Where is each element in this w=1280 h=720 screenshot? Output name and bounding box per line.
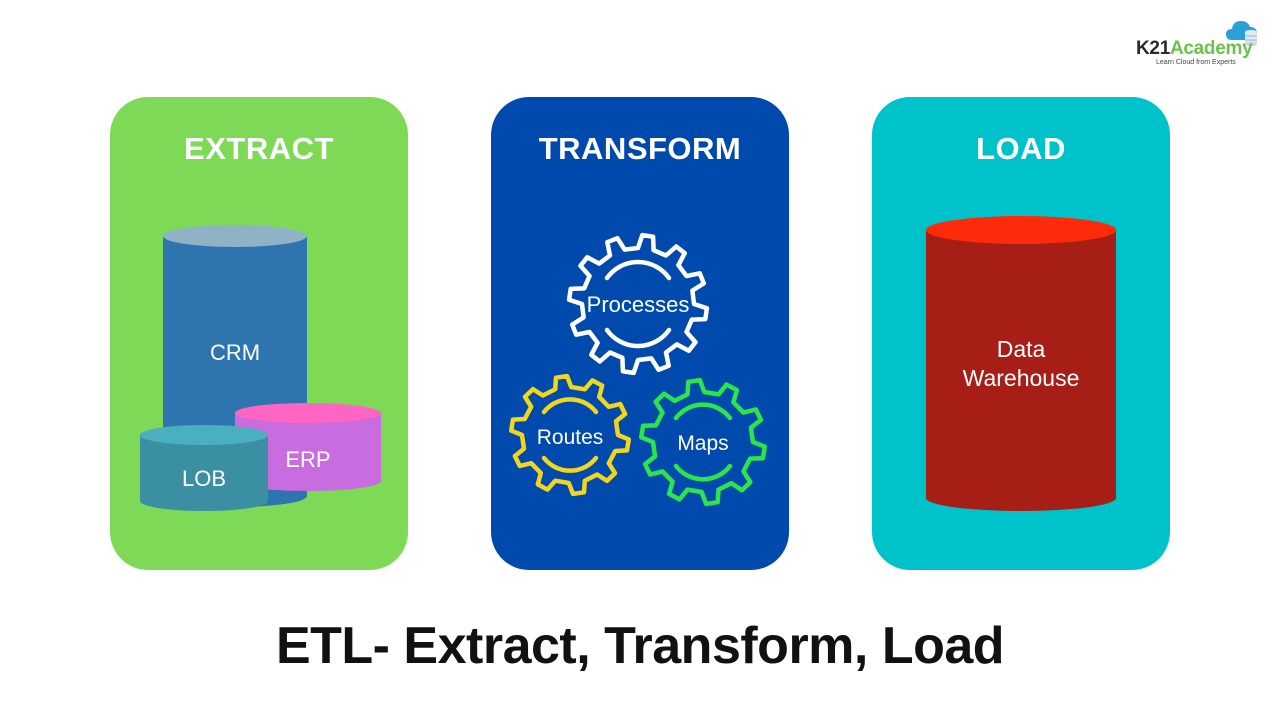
- extract-title: EXTRACT: [184, 131, 334, 166]
- crm-label: CRM: [210, 340, 260, 365]
- logo-wordmark: K21Academy: [1136, 38, 1253, 60]
- maps-gear-icon: Maps: [638, 377, 768, 507]
- extract-illustration: CRM ERP LOB: [140, 225, 381, 511]
- logo-brand-academy: Academy: [1169, 38, 1253, 59]
- cloud-database-icon: [1226, 21, 1257, 46]
- load-title: LOAD: [976, 131, 1066, 166]
- transform-title: TRANSFORM: [538, 131, 742, 166]
- extract-panel: EXTRACT CRM ERP LOB: [110, 97, 408, 570]
- transform-illustration: Processes Routes Maps: [508, 232, 768, 507]
- logo-tagline: Learn Cloud from Experts: [1156, 59, 1236, 66]
- maps-label: Maps: [677, 432, 728, 455]
- routes-gear-icon: Routes: [508, 373, 632, 497]
- processes-gear-icon: Processes: [566, 232, 710, 376]
- data-warehouse-cylinder: Data Warehouse: [926, 216, 1116, 511]
- k21academy-logo: K21Academy Learn Cloud from Experts: [1128, 18, 1268, 70]
- data-warehouse-label-line1: Data: [997, 336, 1046, 362]
- lob-label: LOB: [182, 466, 226, 491]
- transform-panel: TRANSFORM Processes Routes Maps: [491, 97, 789, 570]
- routes-label: Routes: [537, 426, 604, 449]
- lob-database-cylinder: LOB: [140, 425, 268, 511]
- processes-label: Processes: [587, 292, 690, 317]
- load-illustration: Data Warehouse: [926, 216, 1116, 511]
- diagram-title: ETL- Extract, Transform, Load: [275, 617, 1005, 675]
- data-warehouse-label-line2: Warehouse: [963, 365, 1080, 391]
- load-panel: LOAD Data Warehouse: [872, 97, 1170, 570]
- erp-label: ERP: [285, 447, 330, 472]
- logo-brand-k21: K21: [1136, 38, 1170, 59]
